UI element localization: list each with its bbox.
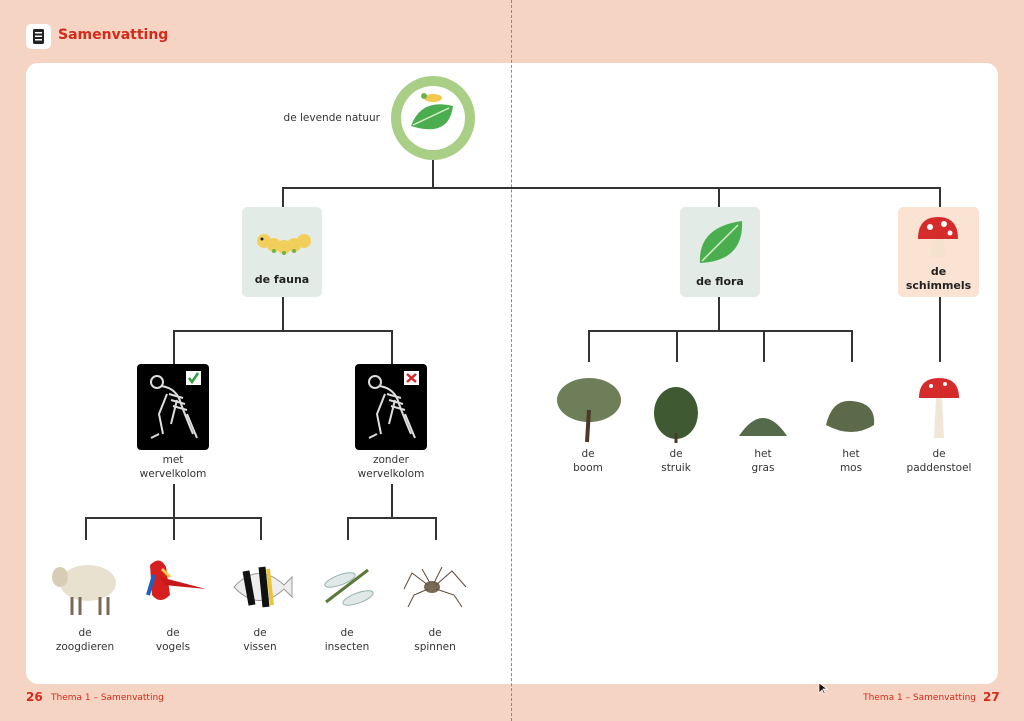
spider-image xyxy=(403,566,467,608)
connector xyxy=(588,330,852,332)
connector xyxy=(173,330,392,332)
fungi-label-1: de xyxy=(930,265,947,278)
shrub-image xyxy=(654,387,698,443)
page-number-left: 26 xyxy=(26,690,43,704)
category-fungi: de schimmels xyxy=(898,207,979,297)
connector xyxy=(432,160,434,187)
connector xyxy=(939,297,941,362)
fungi-label-2: schimmels xyxy=(905,279,972,292)
connector xyxy=(282,187,284,207)
connector xyxy=(85,517,87,540)
connector xyxy=(718,187,720,207)
living-nature-icon xyxy=(391,76,475,164)
dragonfly-image xyxy=(324,568,374,606)
sheep-image xyxy=(52,565,116,615)
vertebrate-skeleton-image xyxy=(137,364,209,450)
connector xyxy=(282,187,940,189)
footer-text-left: Thema 1 – Samenvatting xyxy=(51,693,164,703)
fauna-label: de fauna xyxy=(254,273,310,286)
root-label: de levende natuur xyxy=(283,112,380,124)
footer-text-right: Thema 1 – Samenvatting xyxy=(863,693,976,703)
connector xyxy=(173,330,175,364)
page-number-right: 27 xyxy=(983,690,1000,704)
category-fauna: de fauna xyxy=(242,207,322,297)
connector xyxy=(435,517,437,540)
moss-image xyxy=(826,400,875,432)
page-title: Samenvatting xyxy=(58,27,169,43)
connector xyxy=(347,517,436,519)
connector xyxy=(939,187,941,207)
connector xyxy=(173,484,175,540)
mouse-cursor-icon xyxy=(818,682,828,695)
fish-image xyxy=(233,566,293,608)
parrot-image xyxy=(146,560,206,600)
connector xyxy=(282,297,284,330)
connector xyxy=(718,297,720,330)
category-flora: de flora xyxy=(680,207,760,297)
toadstool-image xyxy=(919,378,959,438)
invertebrate-skeleton-image xyxy=(355,364,427,450)
connector xyxy=(391,484,393,517)
connector xyxy=(676,330,678,362)
connector xyxy=(347,517,349,540)
grass-image xyxy=(739,418,787,436)
connector xyxy=(763,330,765,362)
connector xyxy=(588,330,590,362)
leaf-icon xyxy=(699,221,743,263)
connector xyxy=(391,330,393,364)
flora-label: de flora xyxy=(696,275,744,288)
connector xyxy=(851,330,853,362)
tree-image xyxy=(557,378,621,443)
checklist-icon xyxy=(26,24,51,49)
connector xyxy=(85,517,261,519)
mushroom-icon xyxy=(918,217,958,257)
page-fold-divider xyxy=(511,0,512,721)
connector xyxy=(260,517,262,540)
caterpillar-icon xyxy=(257,234,311,255)
